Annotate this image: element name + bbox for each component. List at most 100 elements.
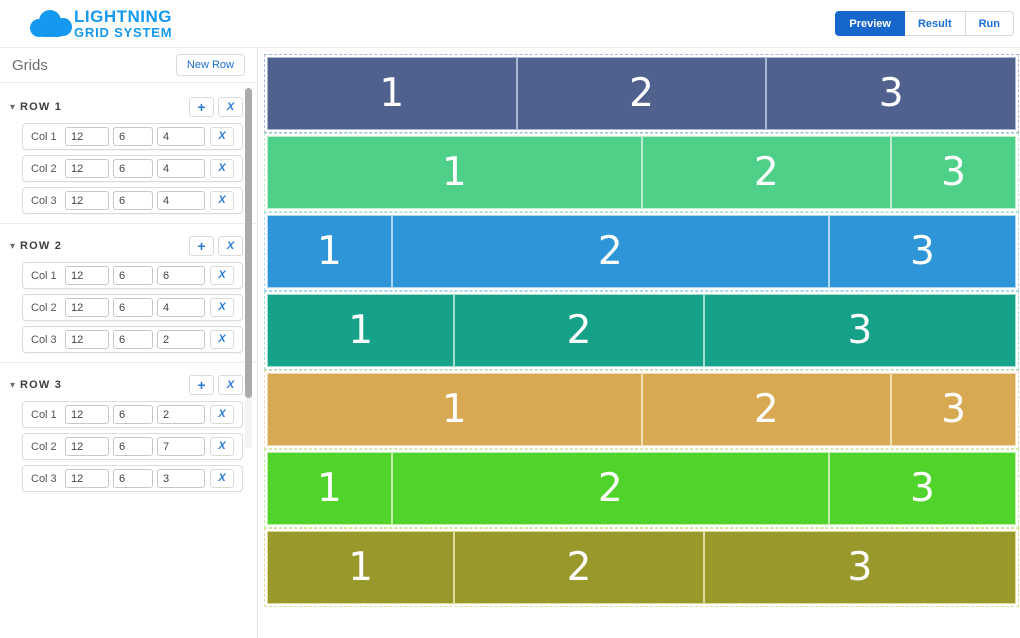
size-medium-input[interactable]: [113, 405, 153, 424]
preview-row-3-col-2: 2: [391, 215, 829, 288]
size-medium-input[interactable]: [113, 266, 153, 285]
column-config-card: Col 3 X: [22, 465, 243, 492]
delete-column-button[interactable]: X: [210, 330, 234, 349]
new-row-button[interactable]: New Row: [175, 54, 245, 76]
column-config-card: Col 3 X: [22, 326, 243, 353]
size-large-input[interactable]: [157, 405, 205, 424]
size-small-input[interactable]: [65, 191, 109, 210]
preview-row-5-col-3: 3: [891, 373, 1016, 446]
preview-row-6-col-1: 1: [267, 452, 392, 525]
row-group-header: ▾ ROW 3 + X: [0, 373, 257, 397]
column-label: Col 2: [31, 440, 57, 453]
row-group: ▾ ROW 2 + X Col 1 X Col 2 X Col 3 X: [0, 223, 257, 353]
chevron-down-icon[interactable]: ▾: [10, 240, 16, 252]
delete-column-button[interactable]: X: [210, 159, 234, 178]
preview-row-5-col-1: 1: [267, 373, 642, 446]
size-medium-input[interactable]: [113, 298, 153, 317]
size-small-input[interactable]: [65, 405, 109, 424]
x-icon: X: [218, 440, 226, 452]
size-large-input[interactable]: [157, 266, 205, 285]
logo-line2: GRID SYSTEM: [74, 25, 173, 40]
delete-column-button[interactable]: X: [210, 266, 234, 285]
size-medium-input[interactable]: [113, 469, 153, 488]
size-small-input[interactable]: [65, 469, 109, 488]
delete-column-button[interactable]: X: [210, 437, 234, 456]
add-column-button[interactable]: +: [189, 236, 214, 256]
size-small-input[interactable]: [65, 159, 109, 178]
row-group-label: ROW 1: [20, 101, 63, 113]
preview-row-4-col-2: 2: [454, 294, 704, 367]
result-button[interactable]: Result: [904, 11, 966, 36]
size-medium-input[interactable]: [113, 330, 153, 349]
chevron-down-icon[interactable]: ▾: [10, 379, 16, 391]
logo-line1: LIGHTNING: [74, 7, 172, 26]
preview-row-3-col-1: 1: [267, 215, 392, 288]
size-small-input[interactable]: [65, 437, 109, 456]
add-column-button[interactable]: +: [189, 97, 214, 117]
app-logo: LIGHTNING GRID SYSTEM: [26, 7, 172, 41]
size-small-input[interactable]: [65, 127, 109, 146]
preview-row-5-col-2: 2: [641, 373, 892, 446]
x-icon: X: [218, 472, 226, 484]
size-small-input[interactable]: [65, 298, 109, 317]
preview-button[interactable]: Preview: [835, 11, 905, 36]
column-label: Col 1: [31, 408, 57, 421]
x-icon: X: [218, 408, 226, 420]
size-medium-input[interactable]: [113, 127, 153, 146]
size-large-input[interactable]: [157, 437, 205, 456]
preview-row-2-col-3: 3: [891, 136, 1016, 209]
run-button[interactable]: Run: [965, 11, 1014, 36]
size-medium-input[interactable]: [113, 437, 153, 456]
delete-column-button[interactable]: X: [210, 469, 234, 488]
column-label: Col 2: [31, 162, 57, 175]
preview-row-2-col-2: 2: [641, 136, 892, 209]
delete-column-button[interactable]: X: [210, 298, 234, 317]
size-large-input[interactable]: [157, 191, 205, 210]
sidebar-scrollbar-thumb[interactable]: [245, 88, 252, 398]
plus-icon: +: [197, 238, 206, 254]
size-large-input[interactable]: [157, 298, 205, 317]
x-icon: X: [218, 301, 226, 313]
column-label: Col 2: [31, 301, 57, 314]
delete-row-button[interactable]: X: [218, 375, 243, 395]
preview-row-4-col-3: 3: [703, 294, 1016, 367]
add-column-button[interactable]: +: [189, 375, 214, 395]
row-group: ▾ ROW 1 + X Col 1 X Col 2 X Col 3 X: [0, 95, 257, 214]
delete-column-button[interactable]: X: [210, 127, 234, 146]
preview-row-4-col-1: 1: [267, 294, 455, 367]
sidebar-scrollbar-track[interactable]: [245, 88, 252, 448]
preview-row-6-col-3: 3: [828, 452, 1016, 525]
delete-column-button[interactable]: X: [210, 191, 234, 210]
column-label: Col 3: [31, 472, 57, 485]
size-medium-input[interactable]: [113, 159, 153, 178]
column-config-card: Col 1 X: [22, 262, 243, 289]
x-icon: X: [218, 162, 226, 174]
preview-row-3-col-3: 3: [828, 215, 1016, 288]
size-small-input[interactable]: [65, 330, 109, 349]
delete-row-button[interactable]: X: [218, 236, 243, 256]
preview-row-7-col-3: 3: [703, 531, 1016, 604]
grids-sidebar: Grids New Row ▾ ROW 1 + X Col 1 X Col 2 …: [0, 48, 258, 638]
column-config-card: Col 3 X: [22, 187, 243, 214]
row-group-label: ROW 3: [20, 379, 63, 391]
x-icon: X: [226, 100, 235, 113]
size-large-input[interactable]: [157, 127, 205, 146]
size-large-input[interactable]: [157, 159, 205, 178]
chevron-down-icon[interactable]: ▾: [10, 101, 16, 113]
delete-row-button[interactable]: X: [218, 97, 243, 117]
size-medium-input[interactable]: [113, 191, 153, 210]
x-icon: X: [218, 269, 226, 281]
size-large-input[interactable]: [157, 469, 205, 488]
preview-row-2-col-1: 1: [267, 136, 642, 209]
row-groups-list: ▾ ROW 1 + X Col 1 X Col 2 X Col 3 X ▾ RO…: [0, 83, 257, 492]
size-large-input[interactable]: [157, 330, 205, 349]
column-config-card: Col 2 X: [22, 155, 243, 182]
delete-column-button[interactable]: X: [210, 405, 234, 424]
size-small-input[interactable]: [65, 266, 109, 285]
